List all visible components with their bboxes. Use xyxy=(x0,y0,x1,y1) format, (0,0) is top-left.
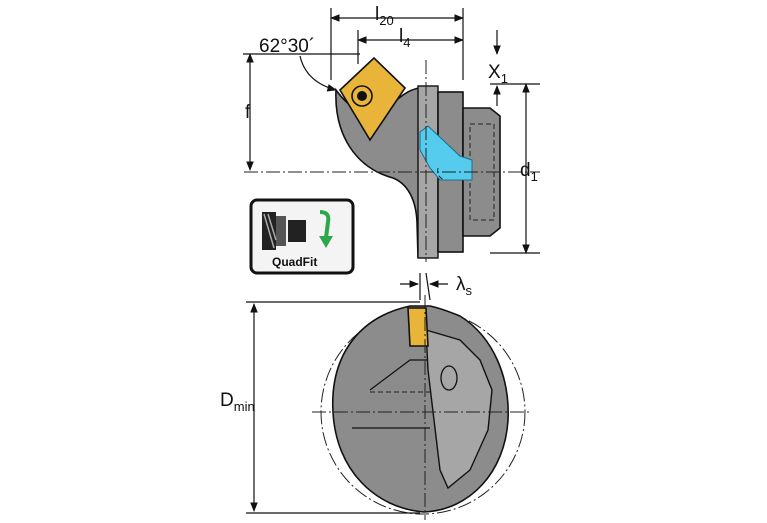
quadfit-coupling-icon xyxy=(262,212,306,250)
bottom-view: λs Dmin xyxy=(220,272,530,520)
rake-face xyxy=(425,329,493,490)
lambda-s-label: λs xyxy=(456,274,473,298)
dmin-label: Dmin xyxy=(220,390,255,414)
l4-label: l4 xyxy=(399,26,410,50)
angle-label: 62°30´ xyxy=(259,36,315,57)
torx-icon xyxy=(357,91,367,101)
extension-line xyxy=(425,272,431,301)
angle-arc xyxy=(299,55,337,92)
coolant-channel xyxy=(419,125,473,181)
coolant-hole xyxy=(440,365,458,391)
bottom-insert xyxy=(407,307,429,347)
f-label: f xyxy=(245,102,251,123)
green-arrow-icon xyxy=(319,210,333,248)
coolant-hidden-curve xyxy=(437,167,445,181)
cutting-insert xyxy=(338,56,407,142)
quadfit-badge: QuadFit xyxy=(249,198,355,275)
chamfer-edge xyxy=(369,359,428,391)
quadfit-label: QuadFit xyxy=(272,255,317,269)
top-view: l20 l4 62°30´ X1 f d1 xyxy=(243,4,540,262)
d1-label: d1 xyxy=(520,160,538,184)
l20-label: l20 xyxy=(375,4,394,28)
x1-label: X1 xyxy=(488,62,508,86)
